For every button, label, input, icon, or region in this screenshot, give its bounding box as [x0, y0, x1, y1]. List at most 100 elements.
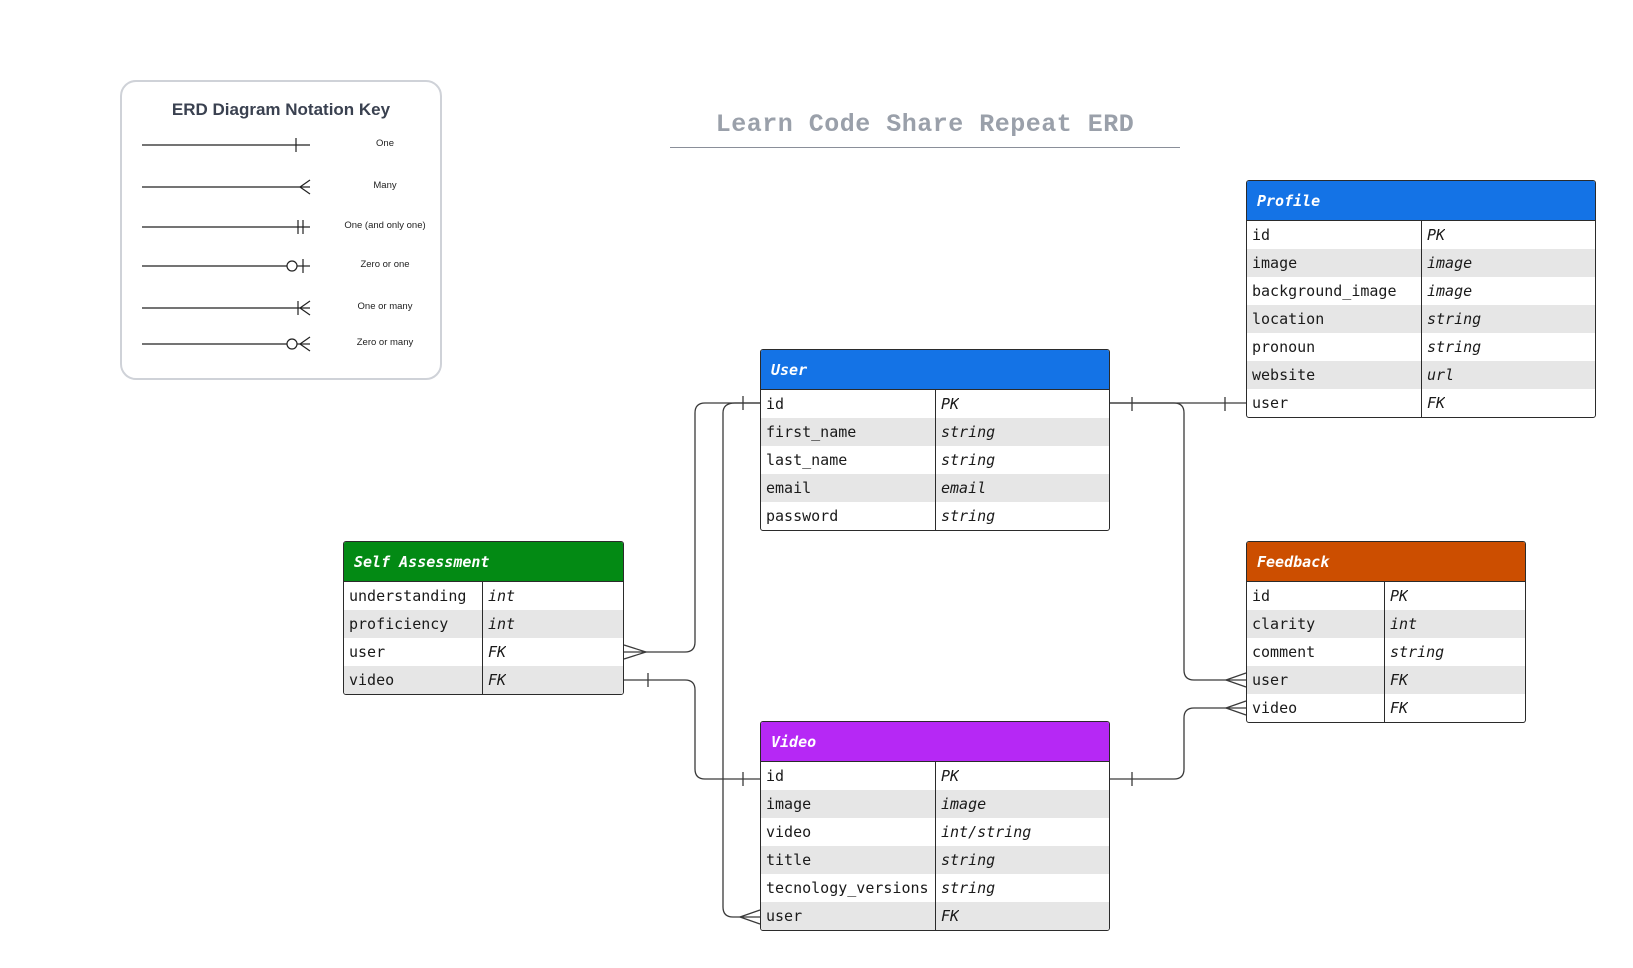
- field-type: PK: [1390, 587, 1409, 605]
- field-name: comment: [1247, 638, 1385, 666]
- field-type: int: [488, 587, 516, 605]
- many-notation-icon: [142, 179, 311, 195]
- field-name: last_name: [761, 446, 936, 474]
- field-name: password: [761, 502, 936, 530]
- field-name: id: [1247, 582, 1385, 610]
- field-type: int: [1390, 615, 1418, 633]
- notation-key-title: ERD Diagram Notation Key: [171, 100, 391, 119]
- field-type: FK: [1390, 699, 1409, 717]
- field-name: video: [761, 818, 936, 846]
- entity-header-video: Video: [761, 722, 1109, 762]
- field-type: int: [488, 615, 516, 633]
- field-row-feedback-video: video FK: [1247, 694, 1525, 722]
- zero-or-many-notation-icon: [142, 336, 311, 352]
- field-name: title: [761, 846, 936, 874]
- field-name: understanding: [344, 582, 483, 610]
- feedback-user-many-marker: [1224, 672, 1247, 688]
- field-name: email: [761, 474, 936, 502]
- field-row-profile-pronoun: pronoun string: [1247, 333, 1595, 361]
- field-type: string: [941, 423, 996, 441]
- key-row-many: Many: [140, 177, 430, 197]
- field-row-feedback-clarity: clarity int: [1247, 610, 1525, 638]
- field-row-profile-location: location string: [1247, 305, 1595, 333]
- key-label-one-and-only-one: One (and only one): [344, 220, 426, 231]
- field-type: image: [1427, 254, 1473, 272]
- field-type: FK: [941, 907, 960, 925]
- field-name: image: [761, 790, 936, 818]
- field-name: location: [1247, 305, 1422, 333]
- selfassessment-many-marker: [623, 644, 649, 660]
- field-type: string: [1427, 310, 1482, 328]
- field-name: clarity: [1247, 610, 1385, 638]
- field-row-self-assessment-proficiency: proficiency int: [344, 610, 623, 638]
- diagram-title: Learn Code Share Repeat ERD: [715, 110, 1135, 139]
- key-label-one: One: [376, 138, 394, 149]
- field-name: user: [761, 902, 936, 930]
- one-and-only-one-notation-icon: [142, 220, 310, 234]
- field-type: url: [1427, 366, 1455, 384]
- field-name: video: [344, 666, 483, 694]
- title-underline: [670, 147, 1180, 148]
- entity-header-self-assessment: Self Assessment: [344, 542, 623, 582]
- field-type: PK: [941, 767, 960, 785]
- key-label-zero-or-one: Zero or one: [360, 259, 410, 270]
- selfassessment-video-connector: [624, 679, 760, 780]
- field-type: string: [941, 879, 996, 897]
- user-feedback-connector: [1110, 402, 1246, 681]
- field-name: first_name: [761, 418, 936, 446]
- field-row-video-user: user FK: [761, 902, 1109, 930]
- one-or-many-notation-icon: [142, 300, 311, 316]
- key-row-zero-or-many: Zero or many: [140, 334, 430, 354]
- field-type: int/string: [941, 823, 1032, 841]
- field-type: FK: [1390, 671, 1409, 689]
- field-type: FK: [488, 643, 507, 661]
- field-type: image: [941, 795, 987, 813]
- video-feedback-connector: [1110, 707, 1246, 780]
- field-row-user-email: email email: [761, 474, 1109, 502]
- field-type: image: [1427, 282, 1473, 300]
- entity-header-profile: Profile: [1247, 181, 1595, 221]
- field-name: pronoun: [1247, 333, 1422, 361]
- field-name: user: [1247, 389, 1422, 417]
- field-name: website: [1247, 361, 1422, 389]
- field-name: video: [1247, 694, 1385, 722]
- field-name: background_image: [1247, 277, 1422, 305]
- selfassessment-video-one-markers: [647, 673, 744, 786]
- field-row-self-assessment-video: video FK: [344, 666, 623, 694]
- entity-header-feedback: Feedback: [1247, 542, 1525, 582]
- field-type: string: [941, 451, 996, 469]
- field-row-user-first-name: first_name string: [761, 418, 1109, 446]
- feedback-video-many-marker: [1224, 700, 1247, 716]
- field-name: proficiency: [344, 610, 483, 638]
- field-type: PK: [1427, 226, 1446, 244]
- field-row-profile-background-image: background_image image: [1247, 277, 1595, 305]
- field-name: id: [761, 762, 936, 790]
- field-type: email: [941, 479, 987, 497]
- field-row-feedback-id: id PK: [1247, 582, 1525, 610]
- field-row-profile-website: website url: [1247, 361, 1595, 389]
- field-type: string: [941, 507, 996, 525]
- field-type: FK: [488, 671, 507, 689]
- field-row-user-password: password string: [761, 502, 1109, 530]
- entity-header-user: User: [761, 350, 1109, 390]
- field-type: string: [1427, 338, 1482, 356]
- field-row-video-id: id PK: [761, 762, 1109, 790]
- notation-key: ERD Diagram Notation Key One Many One (a…: [120, 80, 442, 380]
- key-row-zero-or-one: Zero or one: [140, 256, 430, 276]
- key-row-one-and-only-one: One (and only one): [140, 217, 430, 237]
- video-user-many-marker: [738, 909, 761, 925]
